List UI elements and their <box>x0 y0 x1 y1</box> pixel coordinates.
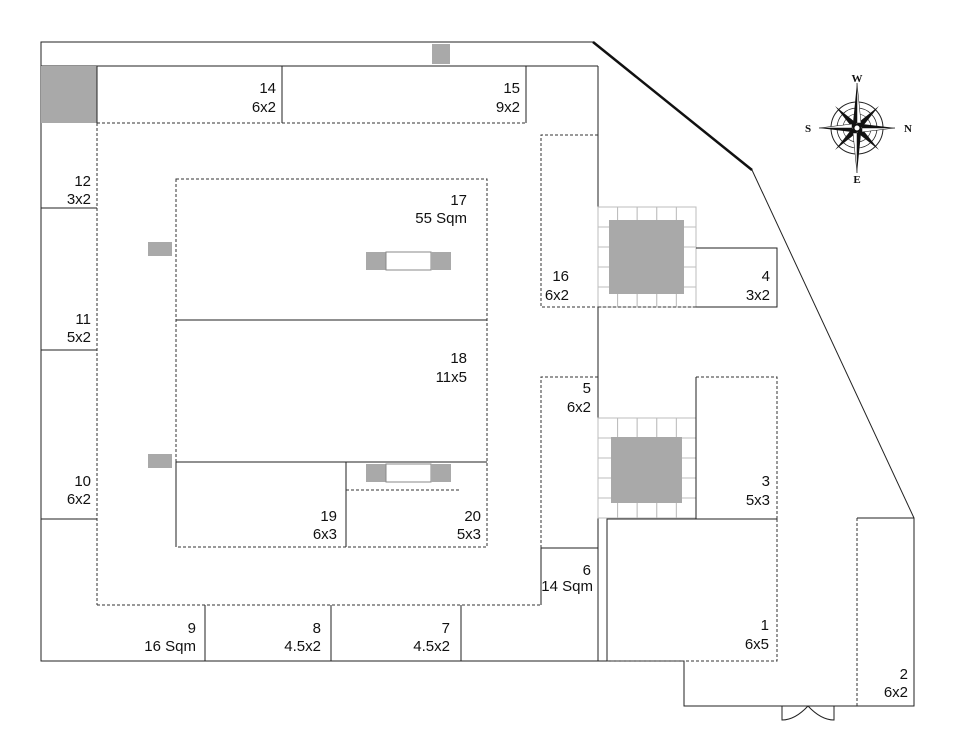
stall-outline <box>607 519 778 662</box>
compass-south-label: S <box>805 123 811 135</box>
stall-label-7[interactable]: 74.5x2 <box>413 620 450 655</box>
tiled-pillar <box>597 206 697 308</box>
svg-text:6x2: 6x2 <box>884 684 908 701</box>
stall-outline <box>696 247 778 308</box>
svg-text:2: 2 <box>900 666 908 683</box>
compass-west-label: W <box>852 73 863 85</box>
compass-rose-icon <box>818 82 896 174</box>
pillar-block <box>611 437 682 503</box>
compass-east-label: E <box>853 174 860 186</box>
stall-outline <box>540 376 598 548</box>
svg-text:6x3: 6x3 <box>313 526 337 543</box>
svg-text:3x2: 3x2 <box>746 287 770 304</box>
svg-text:15: 15 <box>503 80 520 97</box>
floor-tile <box>636 417 658 439</box>
svg-text:4.5x2: 4.5x2 <box>413 638 450 655</box>
svg-text:3x2: 3x2 <box>67 191 91 208</box>
diagonal-outer-wall <box>592 41 753 171</box>
svg-text:9: 9 <box>188 620 196 637</box>
stall-outline <box>696 376 778 519</box>
corner-pillar <box>41 66 97 123</box>
stall-label-18[interactable]: 18 11x5 <box>436 350 467 386</box>
svg-text:6: 6 <box>583 562 591 579</box>
floor-tile <box>617 417 638 439</box>
svg-text:20: 20 <box>464 508 481 525</box>
svg-text:5x3: 5x3 <box>746 492 770 509</box>
svg-text:17: 17 <box>450 192 467 209</box>
display-table <box>366 463 451 483</box>
svg-text:16 Sqm: 16 Sqm <box>144 638 196 655</box>
wall-fixture <box>148 454 172 468</box>
svg-text:5x3: 5x3 <box>457 526 481 543</box>
floor-tile <box>597 417 619 439</box>
central-hall <box>175 178 488 548</box>
stall-label-9[interactable]: 916 Sqm <box>144 620 196 655</box>
compass-north-label: N <box>904 123 912 135</box>
svg-text:6x2: 6x2 <box>67 491 91 508</box>
svg-text:6x2: 6x2 <box>567 399 591 416</box>
svg-text:5x2: 5x2 <box>67 329 91 346</box>
svg-text:6x5: 6x5 <box>745 636 769 653</box>
svg-text:10: 10 <box>74 473 91 490</box>
svg-text:7: 7 <box>442 620 450 637</box>
svg-text:8: 8 <box>313 620 321 637</box>
svg-text:12: 12 <box>74 173 91 190</box>
stall-label-6[interactable]: 614 Sqm <box>541 562 593 595</box>
svg-text:55 Sqm: 55 Sqm <box>415 210 467 227</box>
wall <box>606 518 777 661</box>
stall-outline <box>540 134 598 308</box>
top-vent <box>432 44 450 64</box>
svg-text:3: 3 <box>762 473 770 490</box>
display-table <box>366 251 451 271</box>
floor-tile <box>675 417 697 439</box>
entrance-doors[interactable] <box>781 705 835 721</box>
svg-text:1: 1 <box>761 617 769 634</box>
outer-wall <box>40 41 915 707</box>
svg-text:19: 19 <box>320 508 337 525</box>
svg-text:11: 11 <box>75 311 91 328</box>
svg-text:6x2: 6x2 <box>545 287 569 304</box>
svg-text:18: 18 <box>450 350 467 367</box>
svg-text:16: 16 <box>552 268 569 285</box>
wall-fixture <box>148 242 172 256</box>
pillar-block <box>609 220 684 294</box>
svg-text:14 Sqm: 14 Sqm <box>541 578 593 595</box>
svg-text:9x2: 9x2 <box>496 99 520 116</box>
svg-text:14: 14 <box>259 80 276 97</box>
svg-text:11x5: 11x5 <box>436 369 467 386</box>
svg-text:4: 4 <box>762 268 770 285</box>
svg-text:4.5x2: 4.5x2 <box>284 638 321 655</box>
svg-text:5: 5 <box>583 380 591 397</box>
floor-tile <box>656 417 677 439</box>
stall-label-8[interactable]: 84.5x2 <box>284 620 321 655</box>
tiled-pillar <box>597 417 697 519</box>
svg-text:6x2: 6x2 <box>252 99 276 116</box>
